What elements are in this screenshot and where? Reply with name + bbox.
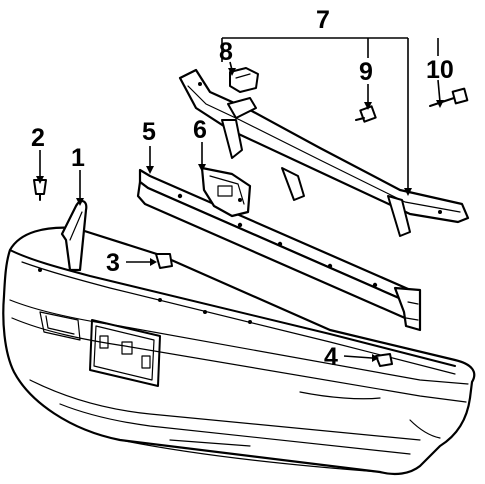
callout-labels: 1 2 3 4 5 6 7 8 9 10 (31, 6, 454, 371)
callout-3: 3 (106, 249, 120, 277)
callout-9: 9 (359, 58, 373, 86)
callout-1: 1 (71, 144, 85, 172)
callout-2: 2 (31, 124, 45, 152)
bumper-support-rail (178, 68, 470, 237)
callout-5: 5 (142, 118, 156, 146)
bolt-part-9 (355, 105, 377, 123)
callout-7: 7 (316, 6, 330, 34)
bumper-bracket (200, 166, 252, 218)
callout-10: 10 (426, 56, 454, 84)
arrowheads (36, 68, 444, 362)
bolt-part-10 (429, 87, 469, 107)
callout-6: 6 (193, 116, 207, 144)
callout-8: 8 (219, 38, 233, 66)
impact-bar (136, 168, 422, 332)
nut-part-8 (229, 67, 259, 93)
leader-lines (39, 37, 441, 359)
callout-4: 4 (324, 343, 338, 371)
clip-part-4 (375, 353, 393, 367)
clip-part-3 (155, 253, 173, 269)
bumper-cover (2, 200, 476, 476)
